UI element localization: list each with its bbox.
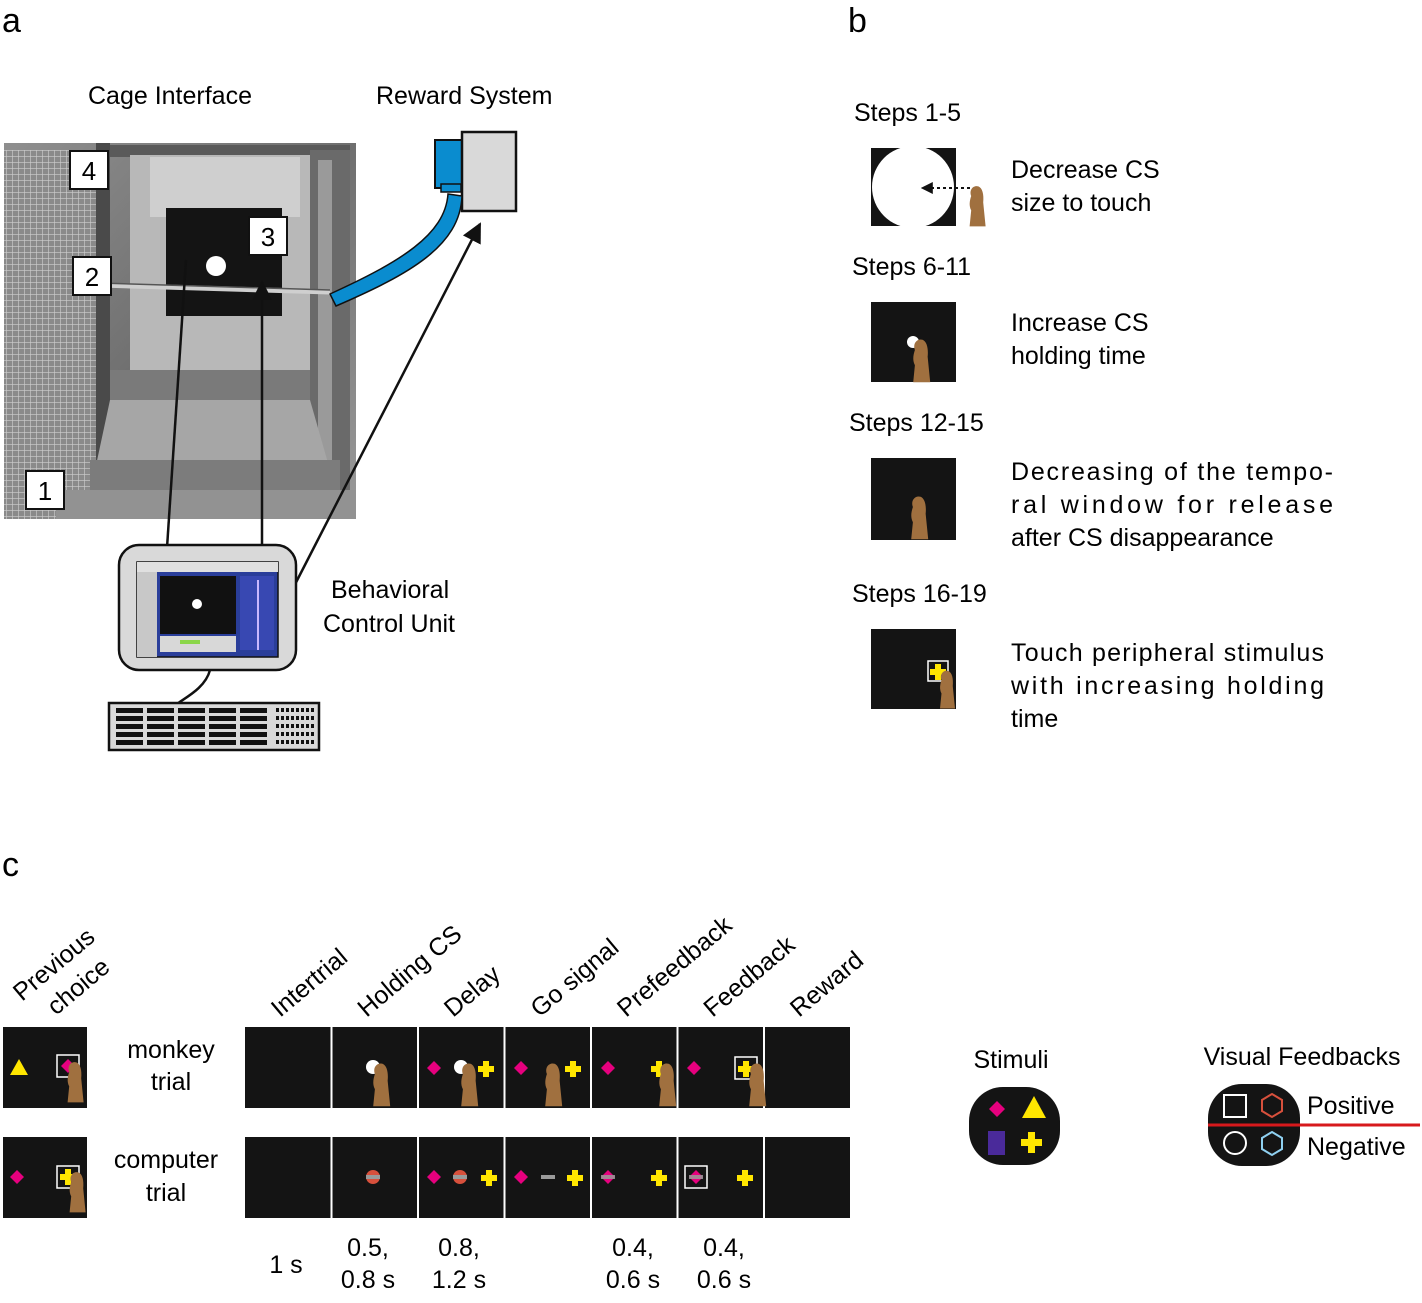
cage-mesh-door [4, 150, 96, 519]
duration-4-0: 0.4, [612, 1234, 654, 1262]
red-hexagon-icon [1261, 1092, 1283, 1119]
marker-3: 3 [248, 216, 288, 256]
step1-screen [871, 146, 986, 228]
duration-5-0: 0.4, [703, 1234, 745, 1262]
cage-bar [99, 282, 331, 295]
step4-line3: time [1011, 705, 1058, 733]
white-square-icon [1223, 1094, 1247, 1118]
duration-1-1: 0.8 s [341, 1266, 395, 1294]
duration-1-0: 0.5, [347, 1234, 389, 1262]
step1-line2: size to touch [1011, 189, 1151, 217]
svg-text:4: 4 [82, 156, 96, 186]
bcu-label-line1: Behavioral [331, 576, 449, 604]
step2-line2: holding time [1011, 342, 1146, 370]
duration-2-0: 0.8, [438, 1234, 480, 1262]
panel-letter-c: c [2, 846, 19, 884]
panel-letter-a: a [2, 2, 21, 40]
monkey-trial-line1: monkey [127, 1036, 215, 1064]
svg-text:1: 1 [38, 476, 52, 506]
purple-rectangle-icon [988, 1131, 1005, 1155]
svg-text:2: 2 [85, 262, 99, 292]
white-circle-icon [1223, 1131, 1247, 1155]
arrow-bcu-to-reward [286, 222, 482, 599]
computer-trial-line1: computer [114, 1146, 218, 1174]
prev-choice-monkey-screen [3, 1027, 87, 1108]
step4-title: Steps 16-19 [852, 580, 987, 608]
step3-line3: after CS disappearance [1011, 524, 1274, 552]
cage-photo [4, 143, 356, 519]
reward-system-icon [328, 130, 518, 307]
monkey-row-stimuli [366, 1056, 767, 1107]
duration-labels: 1 s 0.5, 0.8 s 0.8, 1.2 s 0.4, 0.6 s 0.4, 0.6 s [269, 1234, 751, 1294]
yellow-triangle-icon [1022, 1096, 1046, 1118]
reward-system-title: Reward System [376, 82, 552, 110]
step1-title: Steps 1-5 [854, 99, 961, 127]
cage-interface-title: Cage Interface [88, 82, 252, 110]
computer-trial-line2: trial [146, 1179, 186, 1207]
step3-line2: ral window for release [1011, 491, 1333, 519]
epoch-label-2: Delay [439, 960, 506, 1023]
behavioral-control-unit [117, 543, 298, 706]
monkey-trial-line2: trial [151, 1068, 191, 1096]
duration-2-1: 1.2 s [432, 1266, 486, 1294]
step2-title: Steps 6-11 [852, 253, 971, 281]
reward-tube [328, 193, 463, 307]
marker-2: 2 [72, 256, 112, 296]
visual-feedbacks-legend [1208, 1084, 1420, 1166]
prev-choice-computer-screen [3, 1137, 87, 1218]
step1-line1: Decrease CS [1011, 156, 1160, 184]
marker-4: 4 [69, 150, 109, 190]
step4-line1: Touch peripheral stimulus [1011, 639, 1324, 667]
duration-5-1: 0.6 s [697, 1266, 751, 1294]
visual-feedbacks-title: Visual Feedbacks [1204, 1043, 1401, 1071]
duration-4-1: 0.6 s [606, 1266, 660, 1294]
magenta-diamond-icon [989, 1101, 1005, 1117]
step4-line2: with increasing holding [1010, 672, 1324, 700]
arrow-screen-to-bcu [157, 259, 188, 565]
epoch-label-6: Reward [785, 946, 869, 1023]
step2-screen [871, 302, 956, 383]
step4-screen [871, 629, 956, 709]
stimuli-legend [969, 1087, 1060, 1165]
stimuli-title: Stimuli [973, 1046, 1048, 1074]
lightblue-hexagon-icon [1261, 1130, 1283, 1157]
keyboard-icon [107, 701, 321, 752]
touchscreen-cs-dot [206, 256, 226, 276]
step3-line1: Decreasing of the tempo- [1011, 458, 1333, 486]
computer-row-stimuli [366, 1165, 753, 1189]
step3-screen [871, 458, 956, 540]
panel-letter-b: b [848, 2, 867, 40]
svg-text:3: 3 [261, 222, 275, 252]
computer-trial-strip [245, 1137, 850, 1218]
positive-label: Positive [1307, 1092, 1395, 1120]
yellow-cross-icon [1021, 1132, 1042, 1153]
epoch-label-3: Go signal [525, 933, 624, 1022]
duration-0-0: 1 s [269, 1251, 302, 1279]
epoch-label-0: Intertrial [266, 943, 353, 1023]
bcu-label-line2: Control Unit [323, 610, 455, 638]
negative-label: Negative [1307, 1133, 1406, 1161]
step3-title: Steps 12-15 [849, 409, 984, 437]
step2-line1: Increase CS [1011, 309, 1149, 337]
marker-1: 1 [25, 470, 65, 510]
